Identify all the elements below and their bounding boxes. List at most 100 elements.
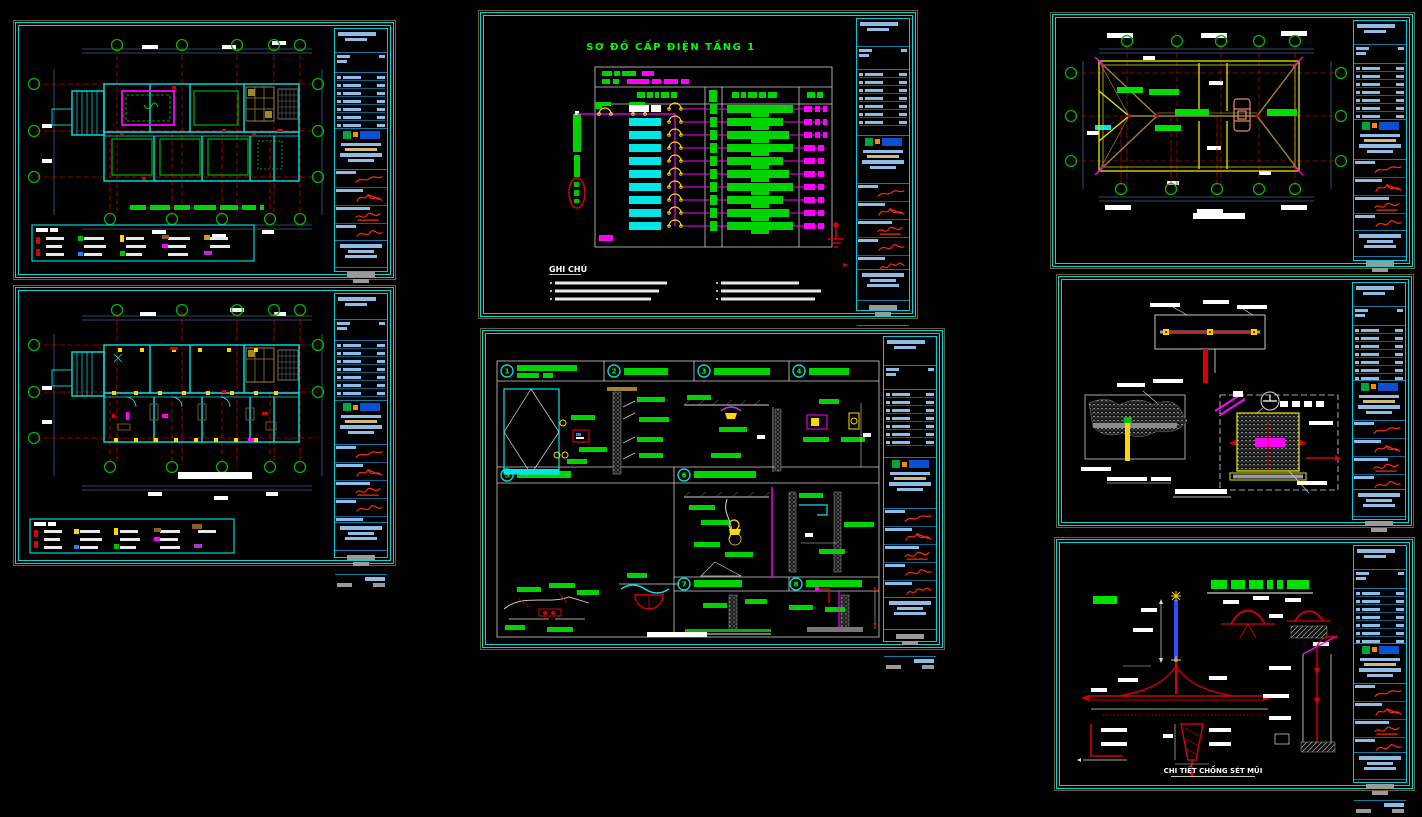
table-header-blocks bbox=[602, 71, 823, 102]
titleblock-bar bbox=[1371, 647, 1377, 653]
titleblock-bar bbox=[342, 343, 362, 347]
sheet-floor-plan-ceiling[interactable] bbox=[13, 20, 396, 302]
magenta-markers bbox=[126, 412, 254, 442]
titleblock-bar bbox=[1355, 377, 1359, 380]
titleblock-bar bbox=[1395, 353, 1403, 357]
titleblock-row bbox=[1356, 571, 1404, 575]
titleblock-bar bbox=[862, 149, 904, 153]
revision-row bbox=[886, 424, 934, 430]
titleblock-bar bbox=[359, 403, 380, 412]
titleblock-bar bbox=[1361, 91, 1381, 95]
revision-row bbox=[859, 112, 907, 118]
titleblock-bar bbox=[1396, 83, 1404, 87]
ground-spike-detail bbox=[1163, 723, 1231, 778]
titleblock-bar bbox=[896, 488, 924, 492]
titleblock-bar bbox=[336, 224, 356, 228]
titleblock-bar bbox=[860, 22, 899, 26]
titleblock-bar bbox=[1396, 115, 1404, 119]
titleblock-revision-table bbox=[884, 390, 936, 459]
titleblock-bar bbox=[1356, 115, 1360, 119]
red-markers bbox=[120, 86, 283, 180]
titleblock-bar bbox=[1363, 138, 1397, 142]
title-block bbox=[1353, 545, 1407, 814]
grid-bubble bbox=[1288, 182, 1302, 196]
titleblock-bar bbox=[1371, 123, 1377, 129]
titleblock-logo bbox=[1354, 644, 1406, 684]
revision-row bbox=[1356, 623, 1404, 630]
titleblock-bar bbox=[1361, 592, 1381, 596]
revision-row bbox=[1355, 328, 1403, 335]
signature-row bbox=[335, 224, 387, 240]
sheet-roof-plan[interactable] bbox=[1050, 12, 1415, 291]
detail-caption: CHI TIẾT CHỐNG SÉT MŨI bbox=[1164, 765, 1263, 775]
titleblock-bar bbox=[926, 416, 934, 420]
titleblock-bar bbox=[1365, 499, 1393, 503]
revision-row bbox=[337, 107, 385, 113]
titleblock-bar bbox=[342, 375, 362, 379]
sheet-lightning-details[interactable]: CHI TIẾT CHỐNG SÉT MŨI bbox=[1054, 537, 1415, 814]
titleblock-bar bbox=[1355, 337, 1359, 341]
titleblock-row bbox=[337, 55, 385, 59]
titleblock-bar bbox=[1361, 640, 1381, 643]
revision-row bbox=[859, 96, 907, 102]
titleblock-subheader bbox=[1354, 45, 1406, 65]
titleblock-bar bbox=[894, 612, 926, 616]
company-logo bbox=[1356, 121, 1404, 130]
titleblock-project-info bbox=[1354, 231, 1406, 258]
titleblock-bar bbox=[337, 343, 341, 347]
titleblock-bar bbox=[1365, 783, 1395, 789]
titleblock-bar bbox=[342, 367, 362, 371]
signature-row bbox=[1354, 160, 1406, 179]
titleblock-footer bbox=[335, 575, 387, 592]
grid-bubble bbox=[230, 38, 244, 52]
titleblock-signatures bbox=[1354, 684, 1406, 754]
titleblock-bar bbox=[859, 54, 869, 58]
detail-header-bubbles: 1 2 3 4 5 6 7 8 bbox=[500, 364, 806, 591]
sheet-grounding-details[interactable] bbox=[1056, 274, 1414, 551]
branch-circuit-row bbox=[629, 206, 825, 221]
detail-2-ceiling-fixture bbox=[683, 395, 782, 472]
titleblock-bar bbox=[1356, 571, 1370, 575]
titleblock-bar bbox=[1360, 361, 1380, 365]
titleblock-subheader bbox=[857, 47, 909, 70]
titleblock-revision-table bbox=[1354, 64, 1406, 120]
dimension-lines bbox=[53, 315, 323, 491]
sheet-floor-plan-power[interactable] bbox=[13, 285, 396, 587]
revision-row bbox=[337, 83, 385, 89]
titleblock-bar bbox=[336, 170, 356, 174]
titleblock-bar bbox=[1363, 504, 1395, 508]
signature-icon bbox=[1374, 481, 1401, 488]
titleblock-header bbox=[1353, 283, 1405, 307]
titleblock-bar bbox=[891, 460, 900, 469]
titleblock-bar bbox=[1355, 702, 1382, 706]
svg-text:5: 5 bbox=[505, 472, 510, 480]
revision-row bbox=[337, 391, 385, 397]
drawing-area bbox=[1065, 283, 1351, 519]
signature-icon bbox=[355, 451, 383, 459]
titleblock-header bbox=[335, 29, 387, 54]
concrete-block-detail bbox=[1214, 391, 1341, 494]
sheet-install-details[interactable]: 1 2 3 4 5 6 7 8 bbox=[480, 328, 945, 669]
titleblock-bar bbox=[886, 408, 890, 412]
revision-row bbox=[337, 123, 385, 128]
titleblock-bar bbox=[1355, 161, 1375, 165]
revision-row bbox=[886, 408, 934, 414]
branch-circuit-row bbox=[629, 193, 825, 208]
titleblock-bar bbox=[1360, 353, 1380, 357]
titleblock-bar bbox=[864, 120, 884, 124]
dimension-text-ticks bbox=[42, 308, 286, 500]
signature-icon bbox=[1374, 690, 1402, 697]
titleblock-header bbox=[857, 19, 909, 48]
revision-row bbox=[337, 359, 385, 365]
revision-row bbox=[1355, 360, 1403, 367]
grid-bubble bbox=[27, 77, 41, 91]
titleblock-bar bbox=[1355, 720, 1389, 724]
titleblock-bar bbox=[926, 424, 934, 428]
titleblock-bar bbox=[913, 658, 934, 663]
grid-bubble bbox=[1252, 182, 1266, 196]
signature-row bbox=[335, 445, 387, 464]
ground-symbol bbox=[828, 222, 844, 248]
titleblock-stamp bbox=[1353, 517, 1405, 539]
revision-row bbox=[1356, 82, 1404, 89]
sheet-riser-diagram[interactable]: SƠ ĐỒ CẤP ĐIỆN TẦNG 1 bbox=[478, 10, 918, 339]
